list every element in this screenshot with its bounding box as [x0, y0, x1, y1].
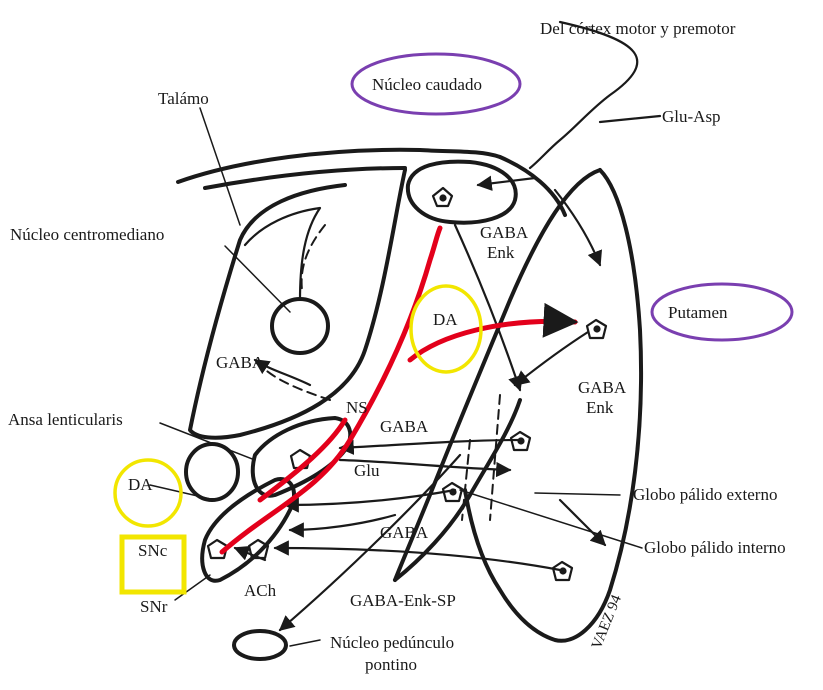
cortex-fiber-line — [530, 22, 637, 168]
thalamus-shelf-underside — [205, 168, 405, 188]
gp-interno-leader — [460, 490, 642, 548]
label-cortex: Del córtex motor y premotor — [540, 19, 736, 38]
label-putamen: Putamen — [668, 303, 728, 322]
cortex-right-arrow — [560, 500, 605, 545]
glu-asp-pointer — [600, 116, 660, 122]
label-ach: ACh — [244, 581, 277, 600]
label-glu-asp: Glu-Asp — [662, 107, 721, 126]
snr-leader — [175, 575, 210, 600]
label-caudado: Núcleo caudado — [372, 75, 482, 94]
label-snr: SNr — [140, 597, 168, 616]
caudate-nucleus-shape — [408, 162, 516, 223]
label-snc: SNc — [138, 541, 168, 560]
neuron-putamen — [587, 320, 606, 338]
label-pedunculo-1: Núcleo pedúnculo — [330, 633, 454, 652]
label-glu: Glu — [354, 461, 380, 480]
label-gaba-top: GABA — [480, 223, 529, 242]
thalamus-inner-edge — [245, 208, 320, 300]
subthalamic-nucleus-shape — [186, 444, 238, 500]
label-gp-externo: Globo pálido externo — [633, 485, 777, 504]
centromedian-nucleus-shape — [272, 299, 328, 353]
ansa-leader — [160, 423, 255, 460]
label-da-lower: DA — [128, 475, 153, 494]
dashed-gaba-loop — [260, 365, 330, 400]
glu-asp-arrow-to-caudate — [478, 178, 535, 185]
label-gaba-mid: GABA — [380, 417, 429, 436]
label-da-upper: DA — [433, 310, 458, 329]
label-gaba-right: GABA — [578, 378, 627, 397]
label-gaba-left: GABA — [216, 353, 265, 372]
pedunculopontine-nucleus-shape — [234, 631, 286, 659]
label-gp-interno: Globo pálido interno — [644, 538, 786, 557]
nigrostriatal-branch-lower — [260, 420, 345, 500]
gp-externo-leader — [535, 493, 620, 495]
label-ansa: Ansa lenticularis — [8, 410, 123, 429]
neuron-caudate — [433, 188, 452, 206]
label-ns: NS — [346, 398, 368, 417]
label-enk-right: Enk — [586, 398, 614, 417]
gpe-to-stn-arrow — [340, 440, 520, 448]
label-enk-top: Enk — [487, 243, 515, 262]
pedunculo-leader — [290, 640, 320, 646]
label-gaba-low: GABA — [380, 523, 429, 542]
label-talamo: Talámo — [158, 89, 209, 108]
thalamus-dashed-return — [302, 225, 325, 290]
label-gaba-enk-sp: GABA-Enk-SP — [350, 591, 456, 610]
centromediano-leader — [225, 246, 290, 312]
thalamus-upper-outline — [178, 150, 500, 182]
label-centromediano: Núcleo centromediano — [10, 225, 164, 244]
label-pedunculo-2: pontino — [365, 655, 417, 674]
neuron-putamen-low — [553, 562, 572, 580]
